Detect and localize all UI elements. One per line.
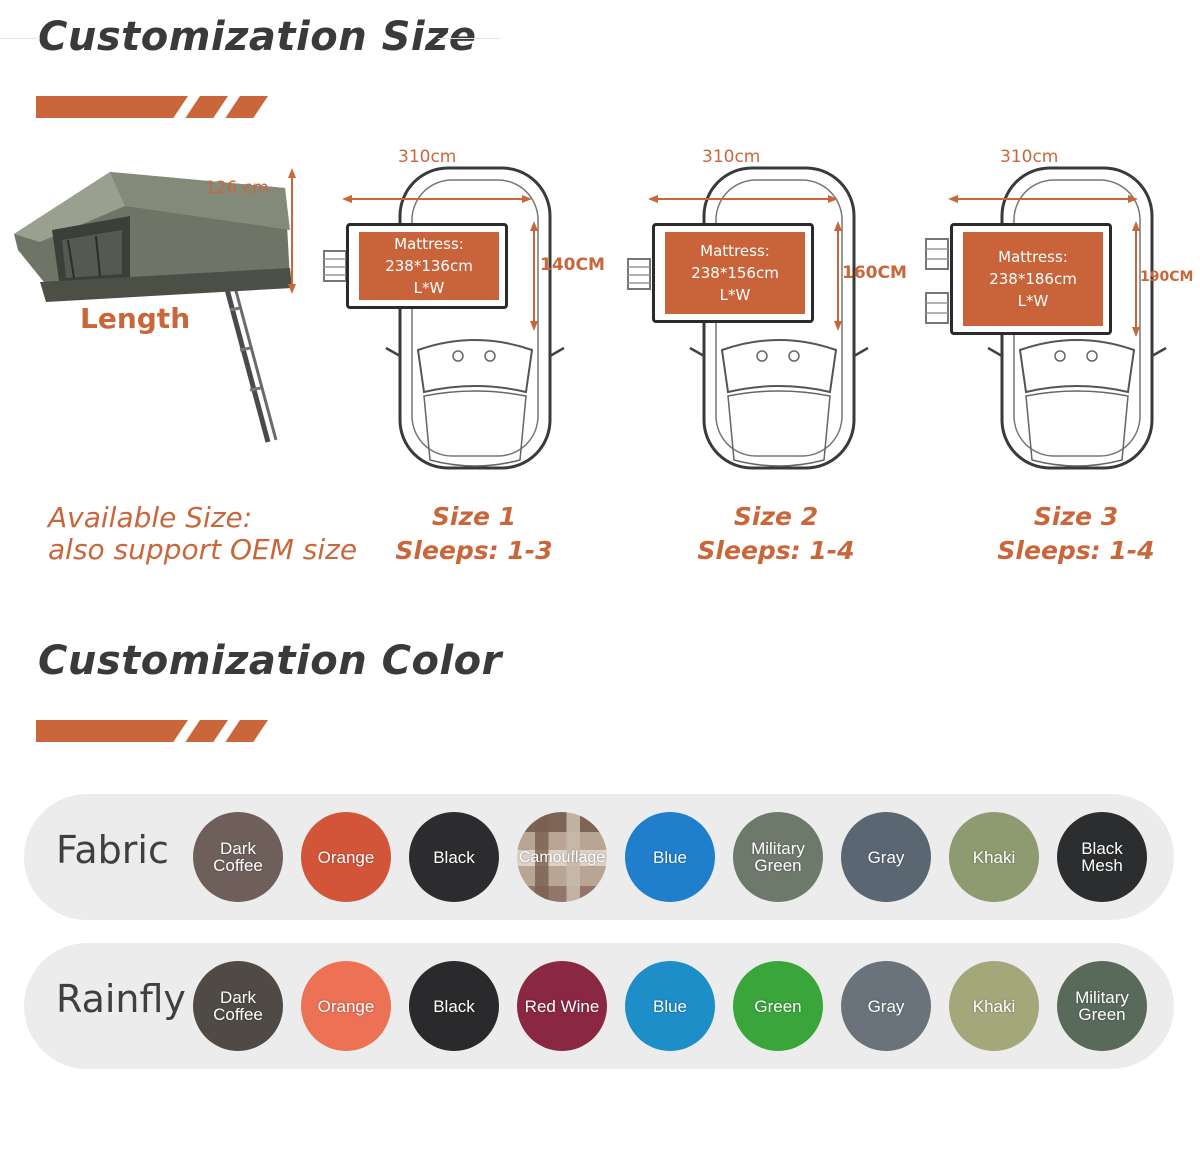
mattress-size: 238*186cm [989,270,1077,288]
size-2-caption: Size 2 Sleeps: 1-4 [686,500,866,568]
roof-tent-icon [14,168,296,443]
swatch-label: Red Wine [524,996,600,1016]
width-arrow-icon [648,195,838,203]
size-section-title: Customization Size [38,14,477,60]
mattress-info: Mattress: 238*186cm L*W [963,232,1103,326]
mattress-dimension-order: L*W [413,279,445,297]
height-arrow-icon [834,221,842,331]
car-top-view-icon [385,166,565,470]
height-label: 190CM [1140,269,1194,285]
rainfly-swatch-dark-coffee[interactable]: Dark Coffee [193,961,283,1051]
sleeps-count: Sleeps: 1-4 [997,536,1155,565]
swatch-label: Orange [317,996,375,1016]
car-top-view-icon [987,166,1167,470]
swatch-label: Camouflage [518,848,606,866]
rainfly-label: Rainfly [56,977,186,1021]
rainfly-swatch-green[interactable]: Green [733,961,823,1051]
size-name: Size 1 [431,502,517,531]
sleeps-count: Sleeps: 1-3 [395,536,553,565]
swatch-label: Gray [867,996,905,1016]
swatch-label: Black Mesh [1081,839,1123,875]
swatch-label: Blue [652,996,688,1016]
width-arrow-icon [948,195,1138,203]
mattress-label: Mattress: [700,242,770,260]
ladder-icon [627,258,651,290]
swatch-label: Blue [652,847,688,867]
accent-stripe-icon [36,96,268,118]
available-size-heading: Available Size: [48,501,253,534]
rainfly-swatch-military-green[interactable]: Military Green [1057,961,1147,1051]
width-label: 310cm [398,147,457,167]
rainfly-swatch-khaki[interactable]: Khaki [949,961,1039,1051]
swatch-label: Khaki [972,996,1016,1016]
fabric-swatch-camouflage[interactable]: Camouflage [517,812,607,902]
rainfly-swatch-red-wine[interactable]: Red Wine [517,961,607,1051]
swatch-label: Black [433,996,475,1016]
title-divider [438,38,500,39]
swatch-label: Khaki [972,847,1016,867]
rainfly-swatch-black[interactable]: Black [409,961,499,1051]
mattress-box: Mattress: 238*186cm L*W [950,223,1112,335]
height-arrow-icon [530,221,538,331]
size-name: Size 3 [1033,502,1119,531]
width-label: 310cm [702,147,761,167]
mattress-size: 238*156cm [691,264,779,282]
swatch-label: Dark Coffee [213,839,263,875]
height-label: 160CM [842,263,907,283]
rainfly-swatch-blue[interactable]: Blue [625,961,715,1051]
available-size-note: Available Size: also support OEM size [48,502,357,566]
swatch-label: Dark Coffee [213,988,263,1024]
fabric-label: Fabric [56,828,169,872]
title-divider [0,38,40,39]
swatch-label: Black [433,847,475,867]
swatch-label: Gray [867,847,905,867]
swatch-label: Military Green [751,839,805,875]
fabric-color-row: Fabric Dark Coffee Orange Black Camoufla… [24,794,1174,920]
tent-length-label: Length [80,302,191,335]
tent-illustration: 126 cm Length [0,150,320,450]
mattress-dimension-order: L*W [719,286,751,304]
mattress-info: Mattress: 238*156cm L*W [665,232,805,314]
fabric-swatch-blue[interactable]: Blue [625,812,715,902]
size-2-panel: 310cm Mattress: 238*156cm L*W 160CM [624,145,924,475]
swatch-label: Military Green [1075,988,1129,1024]
size-1-caption: Size 1 Sleeps: 1-3 [384,500,564,568]
color-section-title: Customization Color [38,638,502,684]
rainfly-color-row: Rainfly Dark Coffee Orange Black Red Win… [24,943,1174,1069]
swatch-label: Green [754,996,802,1016]
mattress-info: Mattress: 238*136cm L*W [359,232,499,300]
sleeps-count: Sleeps: 1-4 [697,536,855,565]
mattress-dimension-order: L*W [1017,292,1049,310]
mattress-label: Mattress: [998,248,1068,266]
height-label: 140CM [540,255,605,275]
oem-note: also support OEM size [48,533,358,566]
mattress-box: Mattress: 238*136cm L*W [346,223,508,309]
fabric-swatch-black[interactable]: Black [409,812,499,902]
size-name: Size 2 [733,502,819,531]
fabric-swatch-orange[interactable]: Orange [301,812,391,902]
fabric-swatch-black-mesh[interactable]: Black Mesh [1057,812,1147,902]
ladder-icon [925,238,949,324]
mattress-size: 238*136cm [385,257,473,275]
accent-stripe-icon [36,720,268,742]
fabric-swatch-khaki[interactable]: Khaki [949,812,1039,902]
height-arrow-icon [1132,221,1140,337]
fabric-swatch-military-green[interactable]: Military Green [733,812,823,902]
size-3-panel: 310cm Mattress: 238*186cm L*W 190CM [922,145,1200,475]
size-1-panel: 310cm Mattress: 238*136cm L*W 140CM [320,145,620,475]
tent-height-label: 126 cm [205,178,269,198]
fabric-swatch-dark-coffee[interactable]: Dark Coffee [193,812,283,902]
size-3-caption: Size 3 Sleeps: 1-4 [986,500,1166,568]
mattress-label: Mattress: [394,235,464,253]
width-label: 310cm [1000,147,1059,167]
mattress-box: Mattress: 238*156cm L*W [652,223,814,323]
fabric-swatch-gray[interactable]: Gray [841,812,931,902]
swatch-label: Orange [317,847,375,867]
rainfly-swatch-gray[interactable]: Gray [841,961,931,1051]
rainfly-swatch-orange[interactable]: Orange [301,961,391,1051]
width-arrow-icon [342,195,532,203]
